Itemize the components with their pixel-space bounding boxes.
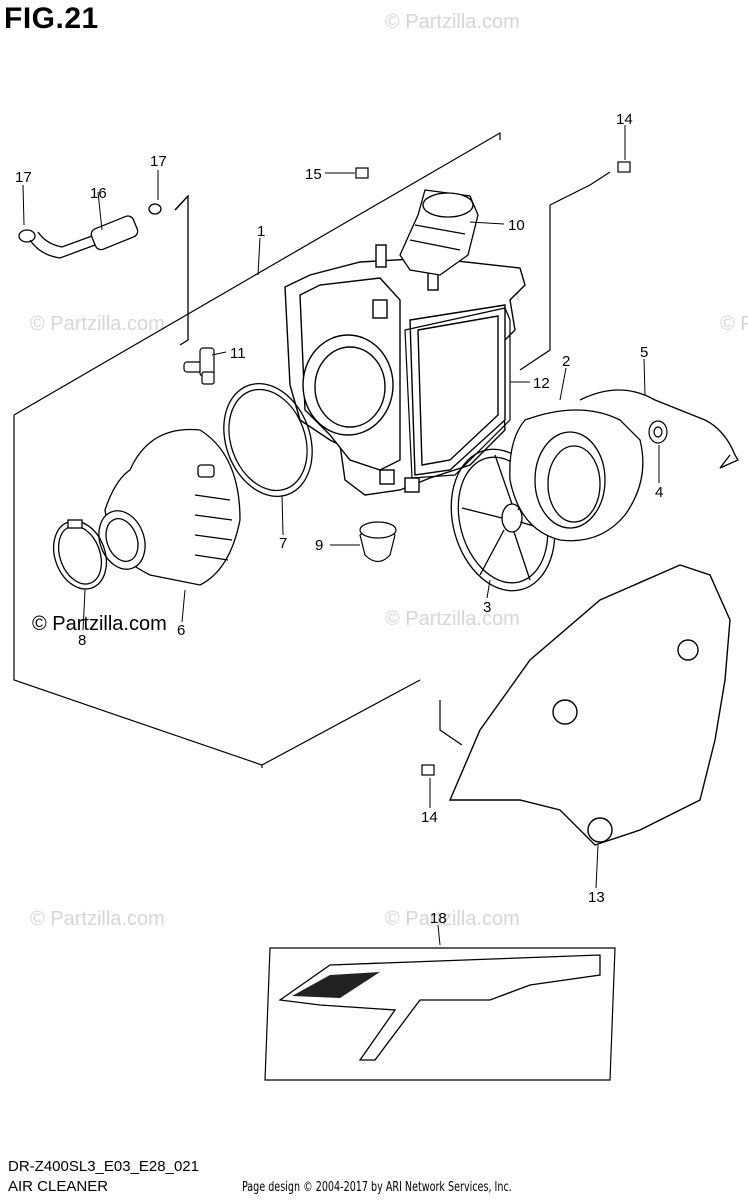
part-2-filter-element (509, 409, 644, 542)
part-18-decal (264, 947, 616, 1081)
callout-17-left: 17 (15, 169, 32, 186)
callout-2: 2 (562, 353, 570, 370)
callout-6: 6 (177, 622, 185, 639)
callout-15: 15 (305, 166, 322, 183)
callout-16: 16 (90, 185, 107, 202)
watermark-layer: © Partzilla.com © Partzilla.com © Partzi… (30, 11, 748, 930)
callout-10: 10 (508, 217, 525, 234)
part-6-inlet-duct (98, 428, 241, 586)
watermark-bold: © Partzilla.com (32, 613, 167, 635)
callout-7: 7 (279, 535, 287, 552)
copyright-notice: Page design © 2004-2017 by ARI Network S… (242, 1180, 512, 1195)
callout-3: 3 (483, 599, 491, 616)
callouts: 1 2 3 4 5 6 7 8 9 10 11 12 13 14 14 15 1… (15, 111, 663, 927)
figure-title: FIG.21 (4, 2, 99, 35)
model-code: DR-Z400SL3_E03_E28_021 (8, 1158, 199, 1175)
assembly-boundary (13, 131, 611, 768)
callout-13: 13 (588, 889, 605, 906)
part-13-side-cover (448, 564, 731, 846)
watermark: © Partzilla.com (720, 313, 748, 335)
part-16-breather-hose (18, 194, 189, 346)
watermark: © Partzilla.com (385, 608, 520, 630)
part-7-clamp-ring (223, 382, 313, 498)
part-12-gasket (404, 307, 511, 479)
part-8-hose-clamp (52, 519, 108, 590)
part-10-intake-boot (399, 189, 479, 276)
callout-1: 1 (257, 223, 265, 240)
part-4-grommet (648, 420, 668, 444)
callout-14-bottom: 14 (421, 809, 438, 826)
callout-4: 4 (655, 484, 663, 501)
part-9-drain (359, 521, 397, 563)
callout-9: 9 (315, 537, 323, 554)
watermark: © Partzilla.com (30, 908, 165, 930)
part-5-wire-clip (579, 389, 739, 469)
callout-5: 5 (640, 344, 648, 361)
callout-17-right: 17 (150, 153, 167, 170)
callout-18: 18 (430, 910, 447, 927)
callout-11: 11 (230, 345, 246, 362)
callout-12: 12 (533, 375, 550, 392)
bolt-parts (355, 161, 631, 776)
part-11-elbow (183, 347, 215, 385)
watermark: © Partzilla.com (30, 313, 165, 335)
callout-8: 8 (78, 632, 86, 649)
callout-14-top: 14 (616, 111, 633, 128)
watermark: © Partzilla.com (385, 11, 520, 33)
leader-lines (22, 125, 660, 946)
watermark: © Partzilla.com (385, 908, 520, 930)
section-name: AIR CLEANER (8, 1178, 109, 1195)
